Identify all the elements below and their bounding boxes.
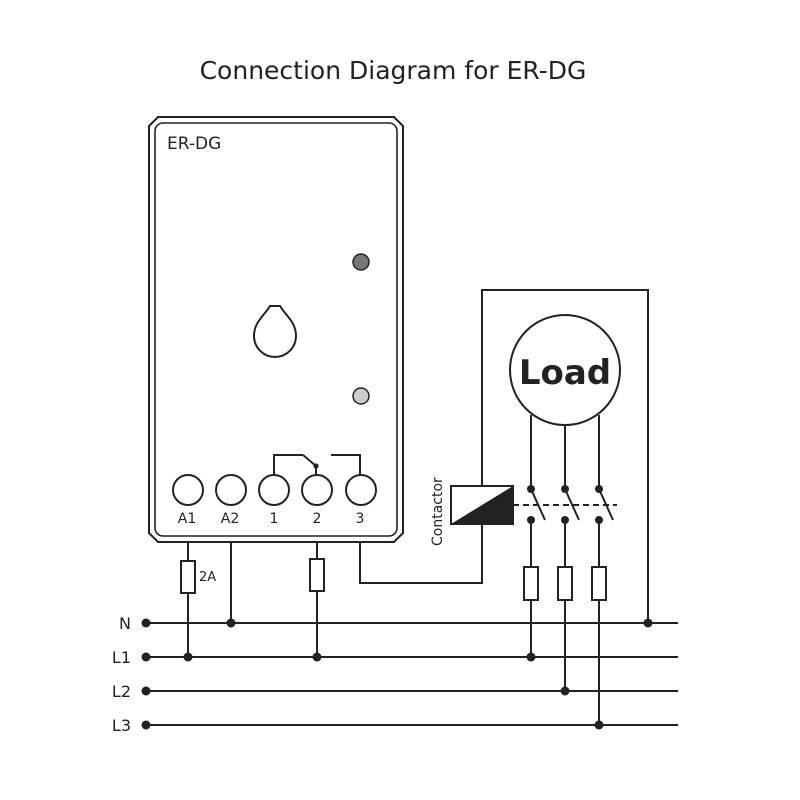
terminal-2-label: 2 (313, 511, 322, 527)
contactor: Contactor (430, 477, 617, 546)
terminal-a2[interactable]: A2 (215, 474, 247, 527)
line-n: N (119, 614, 678, 633)
terminal-1[interactable]: 1 (258, 474, 290, 527)
a1-fused-wire: 2A (180, 542, 216, 662)
fuse-2a (180, 560, 196, 594)
device-label: ER-DG (167, 134, 221, 154)
terminal-2-fused-wire (309, 542, 325, 662)
phase-fused-wires (523, 520, 607, 730)
contactor-coil-fill (451, 486, 513, 524)
terminal-2[interactable]: 2 (301, 474, 333, 527)
terminal-a2-label: A2 (221, 511, 239, 527)
load: Load (509, 314, 621, 489)
status-led-top (352, 253, 370, 271)
device-outer-outline (148, 116, 404, 543)
status-led-bottom (352, 387, 370, 405)
terminal-a1-label: A1 (178, 511, 196, 527)
line-n-label: N (119, 614, 131, 633)
diagram-title: Connection Diagram for ER-DG (200, 56, 587, 85)
er-dg-device: ER-DG A1 A2 1 2 (148, 116, 404, 543)
line-l1: L1 (112, 648, 678, 667)
terminal-3[interactable]: 3 (345, 474, 377, 527)
terminal-a1[interactable]: A1 (172, 474, 204, 527)
contactor-label: Contactor (430, 477, 446, 546)
fuse-2a-label: 2A (199, 570, 216, 585)
contactor-contacts (527, 485, 614, 524)
supply-lines: N L1 L2 L3 (112, 614, 678, 735)
fuse-terminal-2 (309, 558, 325, 592)
device-inner-outline (154, 122, 398, 537)
line-l1-label: L1 (112, 648, 131, 667)
fuse-l1 (523, 566, 539, 601)
line-l3: L3 (112, 716, 678, 735)
relay-contact-symbol (273, 454, 361, 476)
adjustment-knob[interactable] (252, 305, 298, 358)
contactor-coil-return-wire (481, 289, 649, 623)
terminal-3-to-contactor-wire (359, 524, 483, 584)
load-label: Load (519, 353, 611, 393)
terminal-1-label: 1 (270, 511, 279, 527)
line-l2-label: L2 (112, 682, 131, 701)
fuse-l3 (591, 566, 607, 601)
fuse-l2 (557, 566, 573, 601)
line-l3-label: L3 (112, 716, 131, 735)
a2-wire (226, 542, 236, 628)
line-l2: L2 (112, 682, 678, 701)
terminal-3-label: 3 (356, 511, 365, 527)
